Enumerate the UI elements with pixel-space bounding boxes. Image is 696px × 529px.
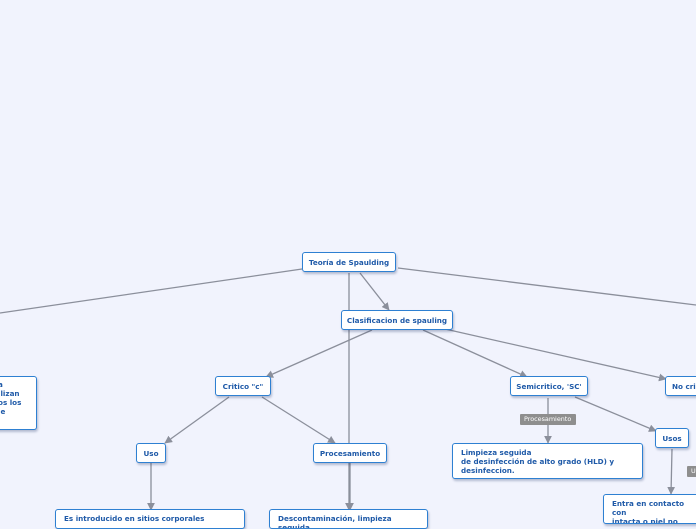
node-limpieza-hld[interactable]: Limpieza seguida de desinfección de alto…	[452, 443, 643, 479]
link-root-right	[397, 267, 696, 306]
node-descontaminacion[interactable]: Descontaminación, limpieza seguida	[269, 509, 428, 529]
link-clasificacion-nocritico	[444, 328, 667, 382]
link-label-procesamiento: Procesamiento	[520, 414, 576, 425]
link-root-left	[0, 268, 303, 314]
node-left-partial[interactable]: a ilizan os los le	[0, 376, 37, 430]
node-usos[interactable]: Usos	[655, 428, 689, 448]
node-uso[interactable]: Uso	[136, 443, 166, 463]
node-no-critico[interactable]: No cri	[665, 376, 696, 396]
link-clasificacion-semicritico	[422, 329, 528, 378]
link-critico-procesamiento	[261, 396, 336, 444]
node-semicritico[interactable]: Semicritico, 'SC'	[510, 376, 588, 396]
link-label-right: U	[687, 466, 696, 477]
link-usos-entra	[667, 448, 676, 495]
link-clasificacion-critico	[265, 329, 373, 378]
link-semicritico-usos	[574, 396, 657, 432]
link-root-clasificacion	[359, 272, 390, 311]
link-critico-uso	[164, 396, 230, 444]
node-critico[interactable]: Critico "c"	[215, 376, 271, 396]
node-procesamiento[interactable]: Procesamiento	[313, 443, 387, 463]
node-teoria-spaulding[interactable]: Teoría de Spaulding	[302, 252, 396, 272]
node-clasificacion[interactable]: Clasificacion de spauling	[341, 310, 453, 330]
node-critico-uso-desc[interactable]: Es introducido en sitios corporales	[55, 509, 245, 529]
